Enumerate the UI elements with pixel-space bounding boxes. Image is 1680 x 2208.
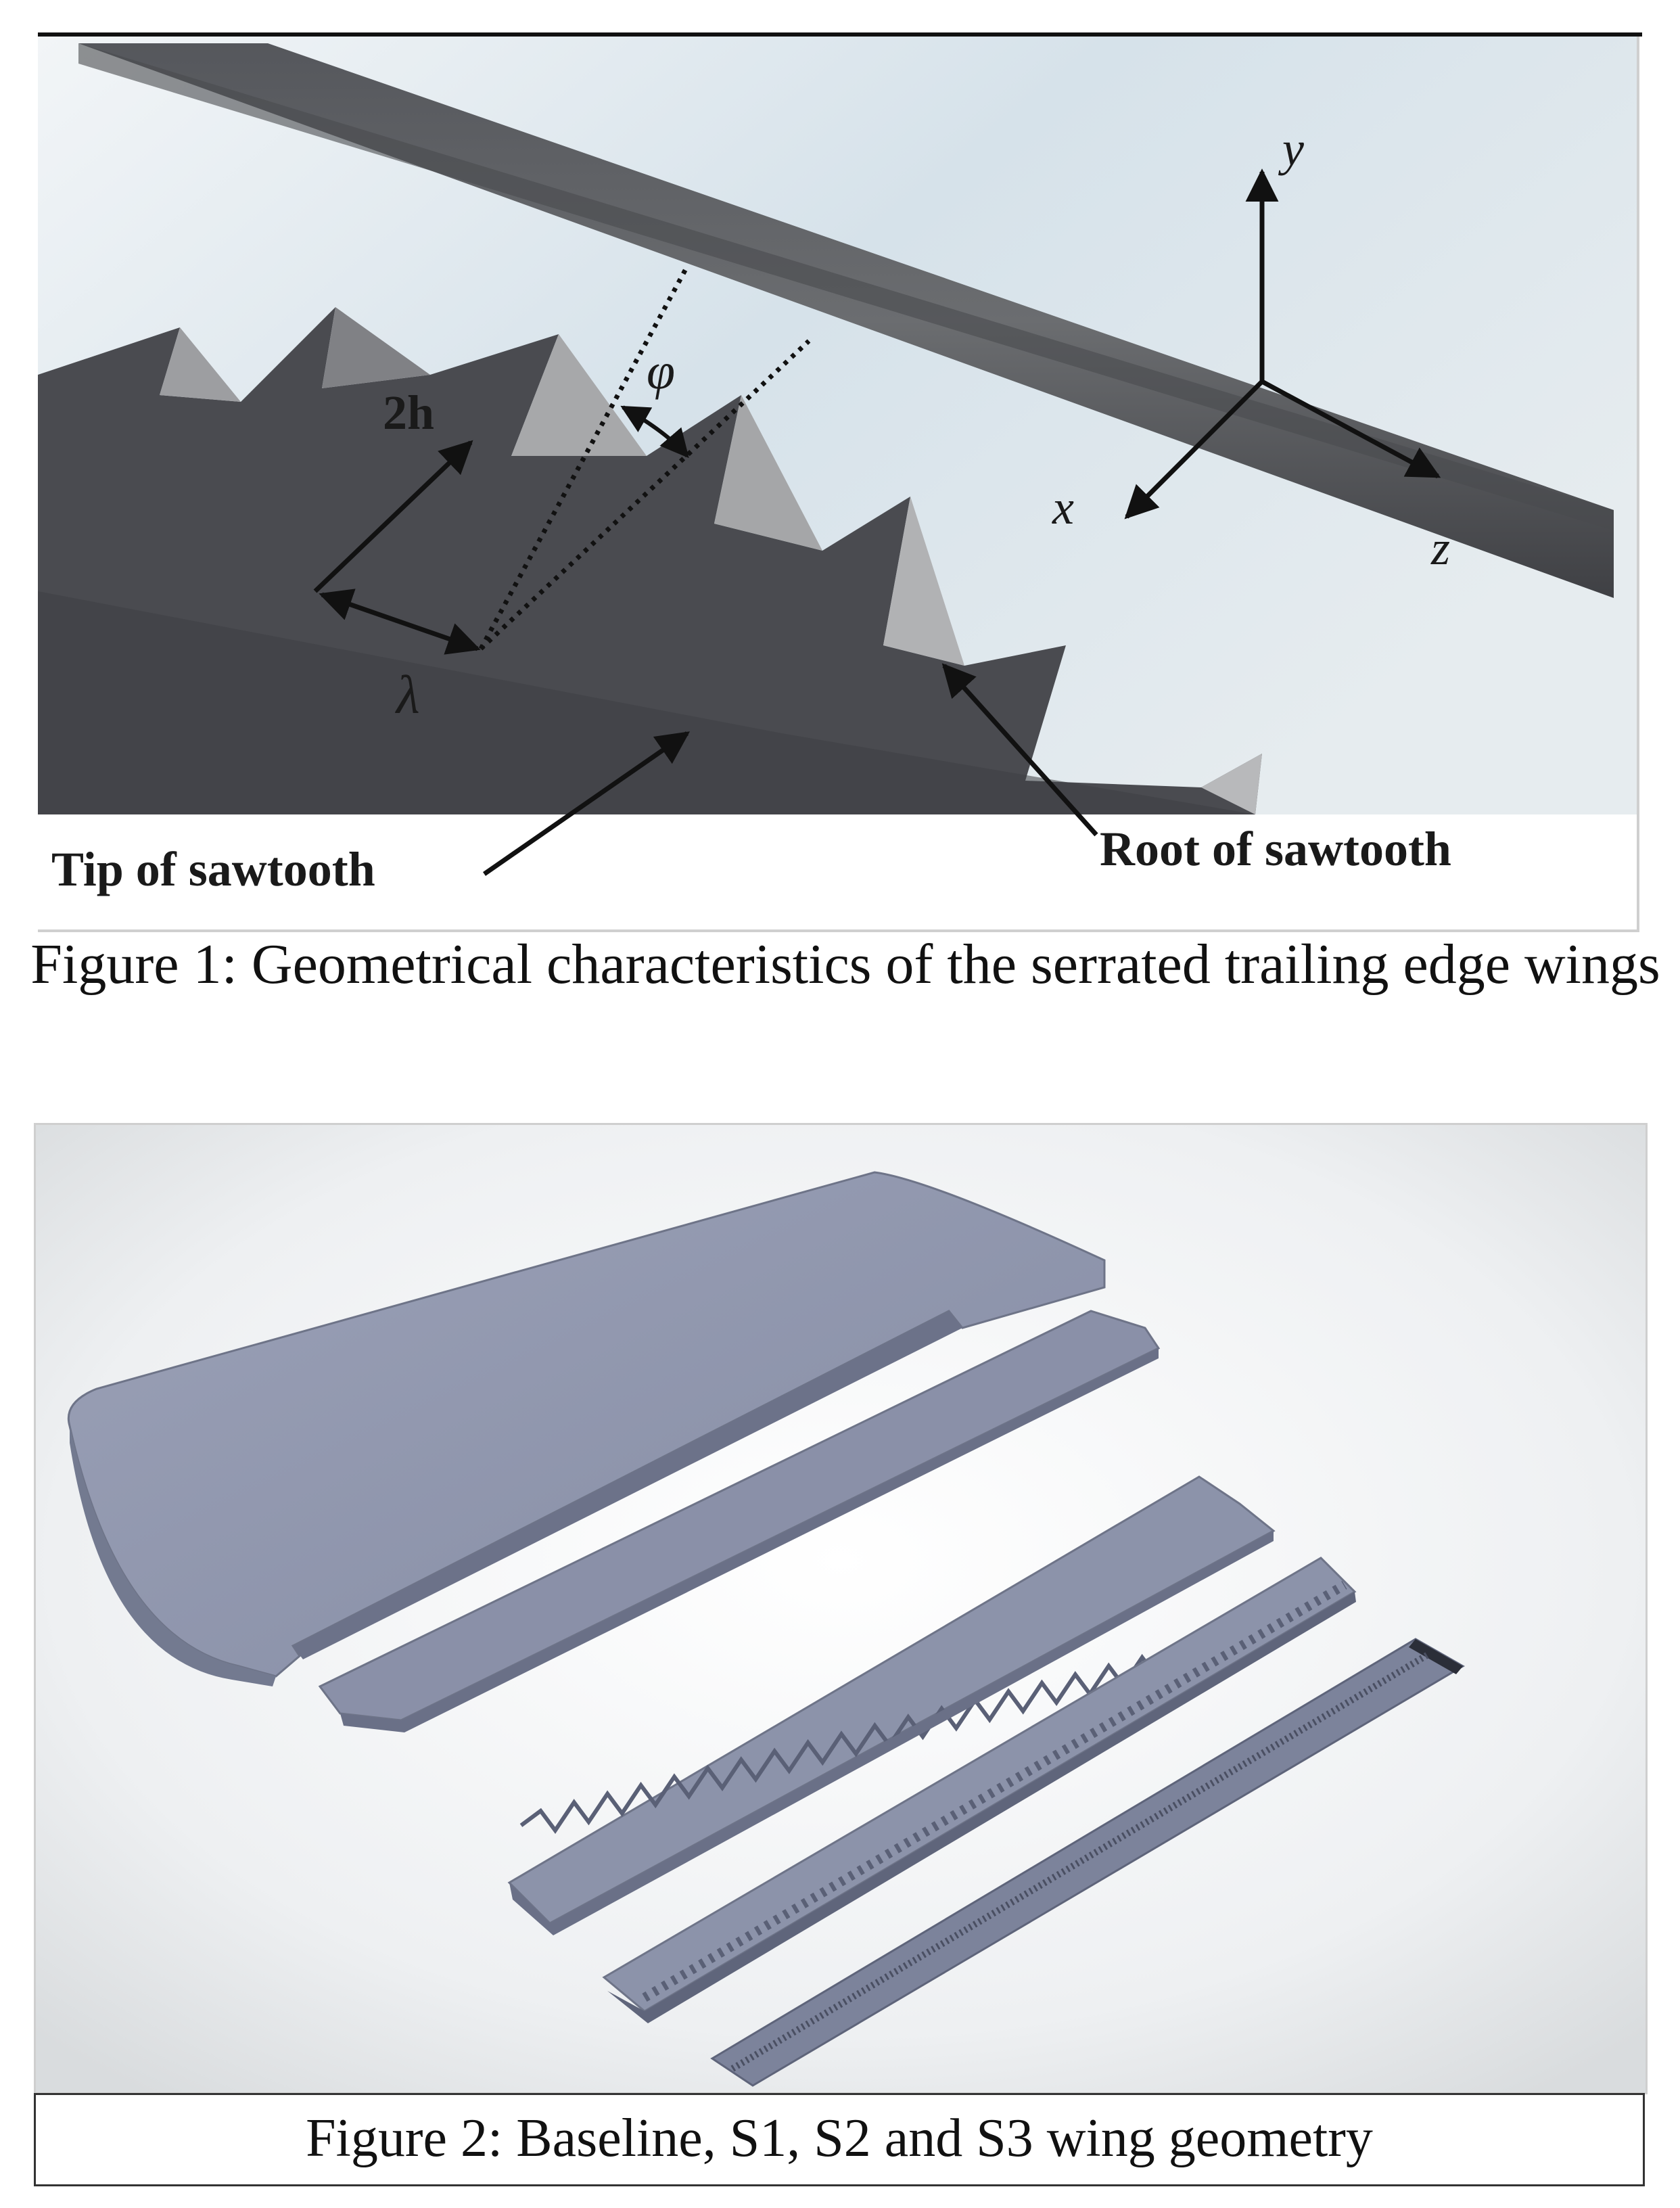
- label-lambda: λ: [395, 666, 420, 725]
- figure-1-illustration: 2h λ φ y z x Tip of sawtooth Root of saw…: [38, 37, 1637, 929]
- phi-angle-arc: [620, 405, 689, 459]
- s1-serrated-strip: [507, 1475, 1276, 1935]
- z-axis-arrow: [1261, 379, 1441, 479]
- figure-2-caption: Figure 2: Baseline, S1, S2 and S3 wing g…: [34, 2093, 1645, 2186]
- s2-serrated-strip: [602, 1557, 1357, 2023]
- label-axis-y: y: [1278, 122, 1304, 176]
- label-axis-z: z: [1430, 521, 1450, 575]
- dotted-line-tooth-edge: [478, 265, 690, 650]
- baseline-insert-strip: [318, 1310, 1161, 1732]
- lambda-arrow: [319, 589, 481, 655]
- two-h-arrow: [313, 440, 473, 593]
- top-rule: [38, 32, 1642, 37]
- figure-2-panel: [34, 1123, 1648, 2094]
- figure-1-caption: Figure 1: Geometrical characteristics of…: [30, 933, 1660, 996]
- baseline-wing: [67, 1171, 1106, 1686]
- dotted-line-normal: [479, 339, 811, 651]
- x-axis-arrow: [1124, 380, 1264, 520]
- figure-2-illustration: [36, 1125, 1646, 2092]
- tip-pointer-arrow: [483, 731, 691, 876]
- s3-strip: [710, 1638, 1465, 2087]
- label-phi: φ: [647, 343, 675, 400]
- label-axis-x: x: [1052, 480, 1074, 534]
- root-pointer-arrow: [941, 663, 1098, 837]
- figure-1-panel: 2h λ φ y z x Tip of sawtooth Root of saw…: [38, 37, 1639, 932]
- label-two-h: 2h: [383, 386, 434, 440]
- coordinate-axes: [1124, 168, 1441, 520]
- label-tip-of-sawtooth: Tip of sawtooth: [51, 842, 375, 896]
- wing-edge-band: [78, 43, 1614, 598]
- label-root-of-sawtooth: Root of sawtooth: [1100, 822, 1451, 876]
